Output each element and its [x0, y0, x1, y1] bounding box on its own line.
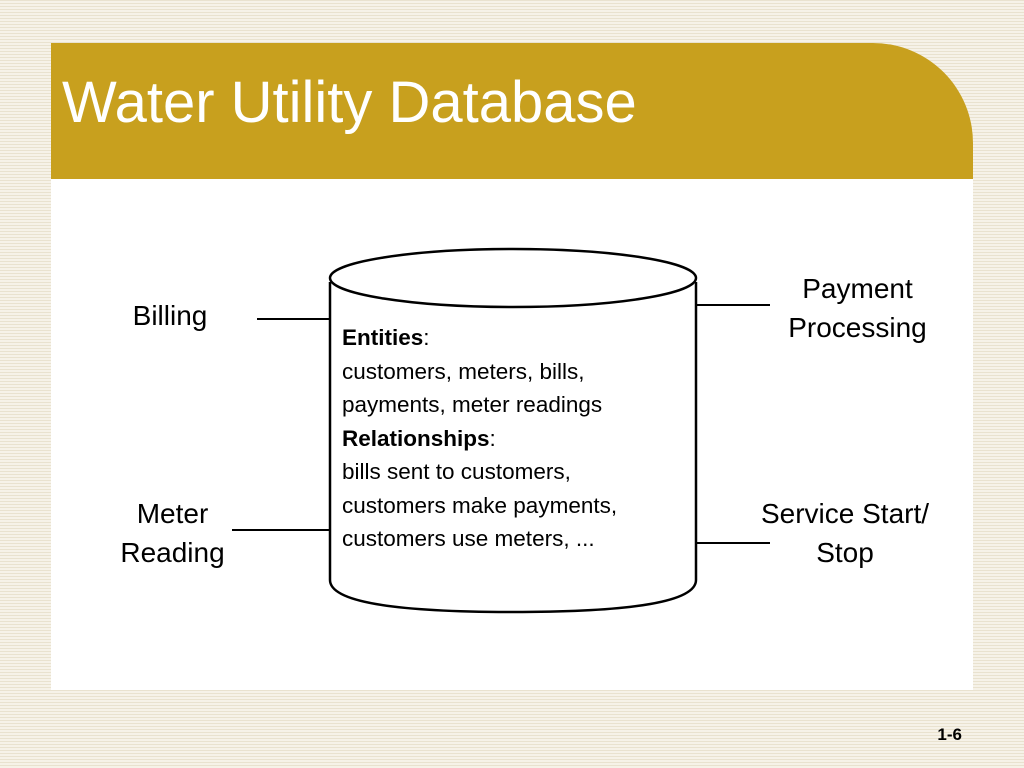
- relationships-heading: Relationships:: [342, 425, 496, 451]
- database-contents: Entities: customers, meters, bills, paym…: [342, 321, 687, 556]
- entities-line: payments, meter readings: [342, 392, 603, 417]
- cylinder-body: [328, 282, 698, 614]
- cylinder-top: [328, 247, 698, 309]
- entities-heading: Entities:: [342, 325, 430, 350]
- title-bar: [51, 43, 973, 179]
- service-start-stop-label: Service Start/ Stop: [760, 498, 930, 568]
- payment-processing-label: Payment Processing: [788, 273, 927, 343]
- relationships-line: customers use meters, ...: [342, 526, 595, 551]
- database-cylinder: [328, 247, 698, 614]
- entities-line: customers, meters, bills,: [342, 358, 585, 384]
- relationships-line: bills sent to customers,: [342, 459, 571, 484]
- meter-reading-label: Meter Reading: [120, 498, 225, 568]
- billing-label: Billing: [132, 300, 208, 331]
- page-number: 1-6: [937, 725, 962, 744]
- relationships-line: customers make payments,: [342, 492, 618, 518]
- slide-title: Water Utility Database: [62, 70, 637, 135]
